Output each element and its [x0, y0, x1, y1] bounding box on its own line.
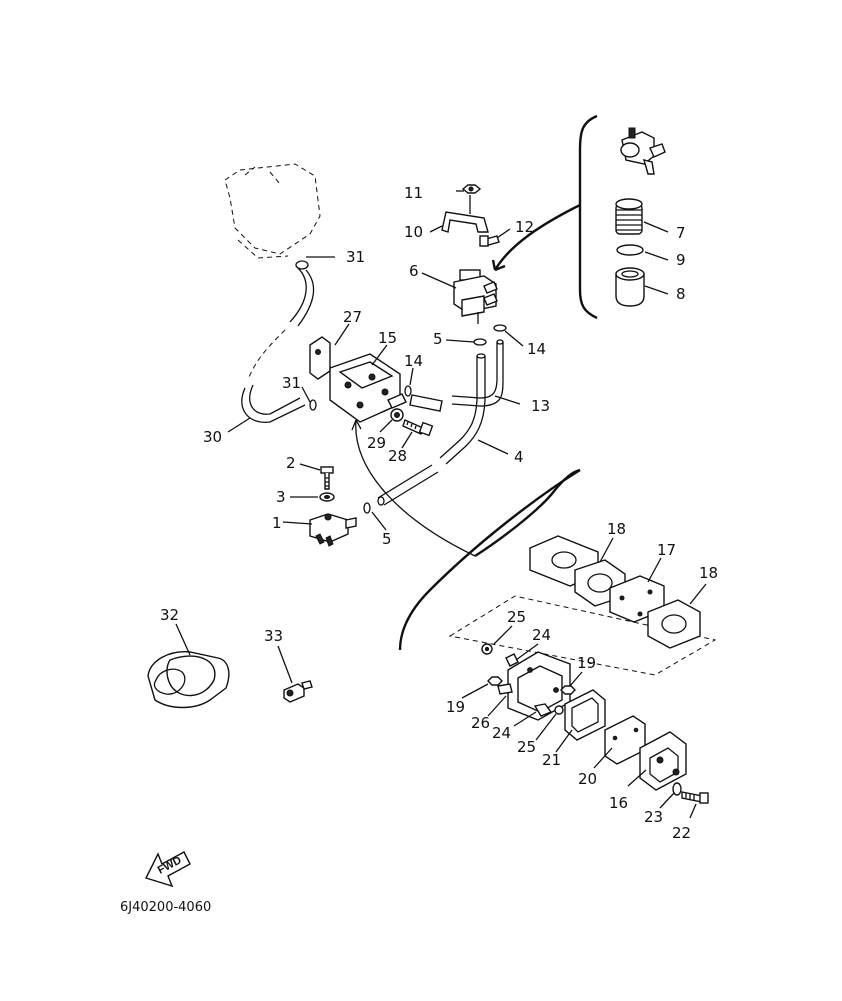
- callout-5: 5: [382, 530, 392, 548]
- callout-11: 11: [404, 184, 423, 202]
- hose-clip-5-lower: [363, 502, 371, 514]
- bolt-28: [402, 419, 434, 437]
- short-hose: [409, 394, 443, 412]
- callout-32: 32: [160, 606, 179, 624]
- callout-19: 19: [577, 654, 596, 672]
- callout-25: 25: [507, 608, 526, 626]
- gasket-18-lower: [647, 599, 701, 649]
- nut-19-left: [487, 676, 503, 686]
- fuel-joint-1: [309, 513, 357, 547]
- callout-20: 20: [578, 770, 597, 788]
- washer-3: [319, 492, 335, 502]
- pump-body-26: [497, 651, 571, 721]
- nut-19-right: [560, 685, 576, 695]
- fwd-arrow-icon: FWD: [145, 851, 191, 888]
- callout-18: 18: [607, 520, 626, 538]
- callout-4: 4: [514, 448, 524, 466]
- diaphragm-20: [604, 715, 646, 765]
- callout-12: 12: [515, 218, 534, 236]
- callout-31: 31: [282, 374, 301, 392]
- callout-21: 21: [542, 751, 561, 769]
- callout-23: 23: [644, 808, 663, 826]
- callout-29: 29: [367, 434, 386, 452]
- hose-clip-31: [309, 399, 317, 411]
- callout-30: 30: [203, 428, 222, 446]
- nut-11: [461, 184, 482, 194]
- hose-clip-14-b: [493, 324, 507, 332]
- pump-cover-16: [639, 731, 687, 791]
- callout-27: 27: [343, 308, 362, 326]
- callout-24: 24: [492, 724, 511, 742]
- bolt-22: [681, 791, 709, 804]
- fuel-pump-assembly: [309, 336, 407, 423]
- callout-22: 22: [672, 824, 691, 842]
- bolt-2: [320, 466, 334, 490]
- check-valve-24-lower: [533, 703, 553, 717]
- screw-25-lower: [554, 705, 564, 715]
- engine-silhouette: [224, 163, 321, 259]
- part-callouts: 31 27 15 14 31 30 11 10 12 6 5 14 13 4 2…: [160, 184, 718, 842]
- drawing-code: 6J40200-4060: [120, 900, 211, 915]
- fuel-filter-body-detail: [620, 127, 666, 175]
- fuel-hose-30: [241, 260, 315, 423]
- gasket-21: [564, 689, 606, 741]
- filter-element: [615, 198, 643, 235]
- callout-19: 19: [446, 698, 465, 716]
- callout-7: 7: [676, 224, 686, 242]
- callout-28: 28: [388, 447, 407, 465]
- callout-18: 18: [699, 564, 718, 582]
- callout-24: 24: [532, 626, 551, 644]
- callout-25: 25: [517, 738, 536, 756]
- callout-9: 9: [676, 251, 686, 269]
- fuel-hose-13: [451, 339, 504, 407]
- callout-33: 33: [264, 627, 283, 645]
- callout-15: 15: [378, 329, 397, 347]
- hose-clip-5-upper: [473, 338, 487, 346]
- hose-clip-14-a: [404, 385, 412, 397]
- callout-14: 14: [527, 340, 546, 358]
- screw-25-upper: [481, 643, 493, 655]
- callout-10: 10: [404, 223, 423, 241]
- filter-detail-bracket: [491, 114, 598, 320]
- washer-23: [672, 782, 682, 796]
- bolt-12: [479, 235, 500, 247]
- callout-6: 6: [409, 262, 419, 280]
- detail-box: [448, 595, 717, 676]
- o-ring: [616, 244, 644, 256]
- callout-5: 5: [433, 330, 443, 348]
- callout-14: 14: [404, 352, 423, 370]
- check-valve-24-upper: [505, 653, 519, 667]
- callout-1: 1: [272, 514, 282, 532]
- callout-31: 31: [346, 248, 365, 266]
- callout-16: 16: [609, 794, 628, 812]
- filter-bracket-10: [441, 195, 489, 233]
- fuel-pump-detail-bracket: [398, 468, 581, 651]
- callout-3: 3: [276, 488, 286, 506]
- callout-17: 17: [657, 541, 676, 559]
- callout-2: 2: [286, 454, 296, 472]
- fuel-hose-4: [377, 353, 486, 506]
- callout-8: 8: [676, 285, 686, 303]
- intake-silencer-32: [147, 651, 230, 709]
- fuel-filter-6: [453, 269, 498, 324]
- flow-arrow: [355, 419, 476, 557]
- filter-cup: [615, 267, 645, 307]
- callout-26: 26: [471, 714, 490, 732]
- callout-13: 13: [531, 397, 550, 415]
- leader-lines: [175, 190, 707, 819]
- fitting-33: [283, 680, 313, 703]
